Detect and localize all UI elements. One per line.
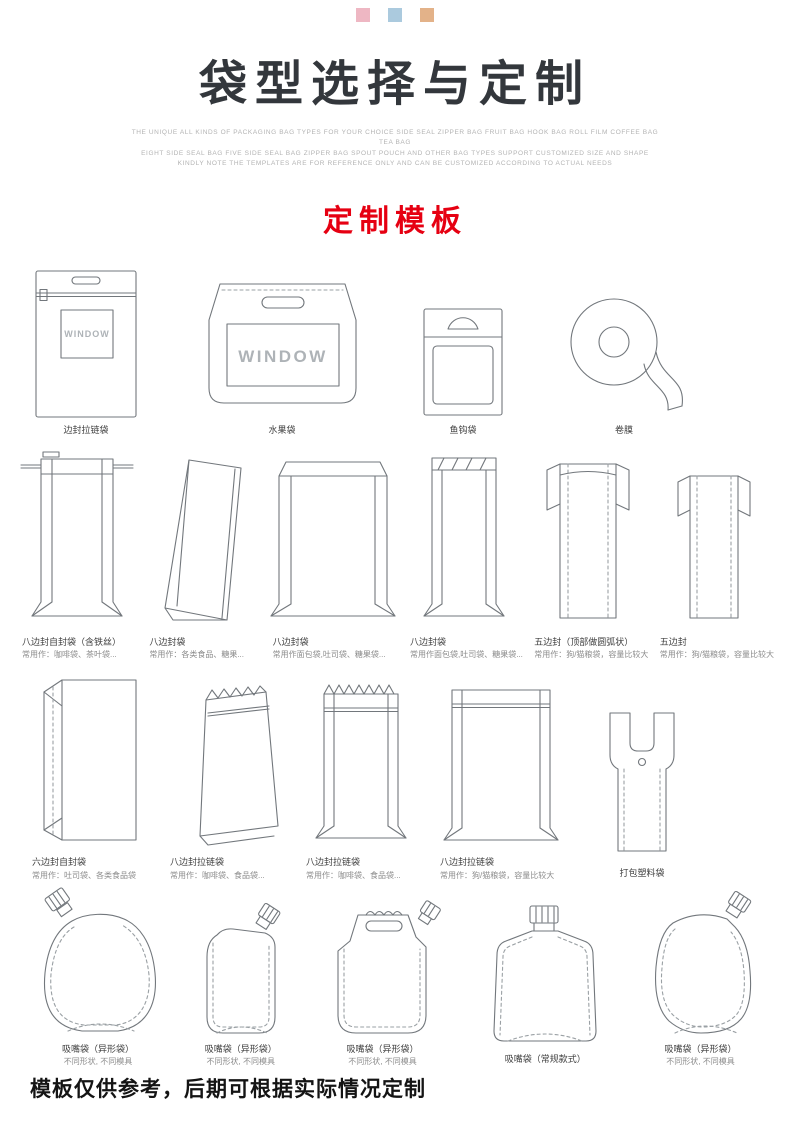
bag-desc: 常用作：咖啡袋、食品袋... xyxy=(170,870,265,880)
bag-desc: 不同形状, 不同模具 xyxy=(666,1057,735,1067)
spout-cap-icon xyxy=(44,887,73,918)
bag-desc: 常用作：狗/猫粮袋，容量比较大 xyxy=(659,650,774,660)
bag-item: 吸嘴袋（异形袋） 不同形状, 不同模具 xyxy=(22,883,174,1068)
spout-pouch-shaped-drawing xyxy=(206,903,281,1034)
bag-name: 八边封自封袋（含铁丝） xyxy=(22,636,122,647)
tshirt-bag-drawing xyxy=(609,712,675,852)
subtitle-block: THE UNIQUE ALL KINDS OF PACKAGING BAG TY… xyxy=(125,128,665,170)
spout-neck xyxy=(533,922,555,933)
bag-item: 八边封自封袋（含铁丝） 常用作：咖啡袋、茶叶袋... xyxy=(16,450,138,661)
bag-item: 六边封自封袋 常用作：吐司袋、各类食品袋 xyxy=(26,668,152,881)
bag-name: 打包塑料袋 xyxy=(619,867,665,878)
bag-name: 五边封（顶部做圆弧状） xyxy=(534,636,634,647)
bag-name: 八边封袋 xyxy=(149,636,186,647)
bag-item: 五边封（顶部做圆弧状） 常用作：狗/猫粮袋，容量比较大 xyxy=(528,450,648,661)
window-text: WINDOW xyxy=(64,329,110,339)
section-label-custom-template: 定制模板 xyxy=(323,204,467,238)
spout-pouch-regular-drawing xyxy=(493,905,597,1043)
subtitle-line: EIGHT SIDE SEAL BAG FIVE SIDE SEAL BAG Z… xyxy=(141,149,649,157)
bag-item: 八边封袋 常用作面包袋,吐司袋、糖果袋... xyxy=(404,450,523,661)
hook-bag-drawing xyxy=(423,308,503,416)
bag-item: 八边封袋 常用作面包袋,吐司袋、糖果袋... xyxy=(267,450,399,661)
template-row-3: 六边封自封袋 常用作：吐司袋、各类食品袋 八边封拉链袋 常用作：咖啡袋、食品袋.… xyxy=(0,668,790,881)
spout-cap-icon xyxy=(255,903,281,931)
spout-cap-icon xyxy=(725,891,752,919)
fruit-bag-drawing: WINDOW xyxy=(208,283,357,404)
five-side-seal-round-top-bag-drawing xyxy=(546,463,630,619)
eight-side-seal-bag-tilted-drawing xyxy=(164,459,242,621)
bag-item: 八边封拉链袋 常用作：咖啡袋、食品袋... xyxy=(300,668,422,881)
spout-cap-icon xyxy=(417,900,441,926)
eight-side-zipper-bag-drawing xyxy=(315,684,407,840)
bag-item: 鱼钩袋 xyxy=(416,304,510,436)
decor-square-blue xyxy=(388,8,402,22)
template-row-4: 吸嘴袋（异形袋） 不同形状, 不同模具 吸嘴袋（异形袋） 不同形状, 不同模具 xyxy=(0,883,790,1068)
bag-desc: 常用作：各类食品、糖果... xyxy=(149,650,244,660)
spout-cap-icon xyxy=(529,905,559,925)
bag-name: 八边封袋 xyxy=(409,636,446,647)
side-seal-zipper-bag-drawing: WINDOW xyxy=(35,270,137,418)
bag-name: 八边封拉链袋 xyxy=(440,857,495,868)
bag-item: 八边封袋 常用作：各类食品、糖果... xyxy=(143,450,261,661)
bag-name: 吸嘴袋（异形袋） xyxy=(664,1044,737,1055)
bag-desc: 常用作面包袋,吐司袋、糖果袋... xyxy=(409,650,523,660)
decor-square-tan xyxy=(420,8,434,22)
bag-desc: 常用作面包袋,吐司袋、糖果袋... xyxy=(272,650,386,660)
bag-name: 吸嘴袋（异形袋） xyxy=(346,1044,419,1055)
footer-note: 模板仅供参考，后期可根据实际情况定制 xyxy=(30,1078,426,1101)
bag-item: 打包塑料袋 xyxy=(580,705,704,881)
bag-name: 边封拉链袋 xyxy=(63,424,109,435)
window-text: WINDOW xyxy=(238,347,328,366)
bag-item: 五边封 常用作：狗/猫粮袋，容量比较大 xyxy=(654,464,774,661)
bag-name: 五边封 xyxy=(659,636,687,647)
decor-square-pink xyxy=(356,8,370,22)
roll-film-drawing xyxy=(570,298,683,411)
six-side-seal-bag-drawing xyxy=(43,679,137,842)
bag-item: 吸嘴袋（异形袋） 不同形状, 不同模具 xyxy=(633,883,768,1068)
eight-side-zipper-bag-tilted-drawing xyxy=(199,685,279,847)
bag-desc: 不同形状, 不同模具 xyxy=(348,1057,417,1067)
bag-item: WINDOW 水果袋 xyxy=(196,270,368,436)
bag-desc: 常用作：咖啡袋、食品袋... xyxy=(306,870,401,880)
spout-pouch-shaped-drawing xyxy=(43,887,156,1032)
bag-item: 吸嘴袋（异形袋） 不同形状, 不同模具 xyxy=(308,887,458,1068)
bag-item: 卷膜 xyxy=(558,294,690,436)
bag-desc: 常用作：咖啡袋、茶叶袋... xyxy=(22,650,117,660)
bag-desc: 不同形状, 不同模具 xyxy=(63,1057,133,1067)
bag-desc: 常用作：吐司袋、各类食品袋 xyxy=(32,870,136,880)
bag-desc: 不同形状, 不同模具 xyxy=(206,1057,275,1067)
five-side-seal-bag-drawing xyxy=(677,475,751,619)
bag-item: 吸嘴袋（常规款式） xyxy=(470,897,620,1067)
bag-desc: 常用作：狗/猫粮袋，容量比较大 xyxy=(440,870,555,880)
bag-name: 吸嘴袋（异形袋） xyxy=(61,1044,134,1055)
eight-side-seal-bag-fold-top-drawing xyxy=(270,461,396,617)
bag-name: 八边封袋 xyxy=(272,636,309,647)
eight-side-seal-tin-tie-bag-drawing xyxy=(20,451,134,617)
template-row-1: WINDOW 边封拉链袋 WINDOW 水果袋 鱼钩袋 xyxy=(0,268,790,436)
eight-side-zipper-bag-large-drawing xyxy=(443,689,559,842)
template-row-2: 八边封自封袋（含铁丝） 常用作：咖啡袋、茶叶袋... 八边封袋 常用作：各类食品… xyxy=(0,450,790,661)
spout-pouch-jug-drawing xyxy=(336,900,441,1034)
bag-item: WINDOW 边封拉链袋 xyxy=(30,268,142,436)
page-title: 袋型选择与定制 xyxy=(198,58,591,111)
spout-pouch-shaped-drawing xyxy=(654,891,752,1034)
decor-squares xyxy=(0,0,790,22)
bag-name: 八边封拉链袋 xyxy=(306,857,361,868)
bag-name: 吸嘴袋（常规款式） xyxy=(504,1054,586,1065)
bag-name: 水果袋 xyxy=(268,424,296,435)
subtitle-line: THE UNIQUE ALL KINDS OF PACKAGING BAG TY… xyxy=(131,129,659,147)
subtitle-line: KINDLY NOTE THE TEMPLATES ARE FOR REFERE… xyxy=(177,160,613,168)
bag-name: 八边封拉链袋 xyxy=(170,857,225,868)
bag-name: 六边封自封袋 xyxy=(32,857,87,868)
bag-item: 八边封拉链袋 常用作：狗/猫粮袋，容量比较大 xyxy=(434,668,568,881)
bag-item: 吸嘴袋（异形袋） 不同形状, 不同模具 xyxy=(187,899,295,1068)
bag-name: 鱼钩袋 xyxy=(449,424,477,435)
eight-side-seal-bag-roll-top-drawing xyxy=(423,457,505,617)
bag-name: 卷膜 xyxy=(614,424,633,435)
bag-name: 吸嘴袋（异形袋） xyxy=(204,1044,277,1055)
bag-item: 八边封拉链袋 常用作：咖啡袋、食品袋... xyxy=(164,668,288,881)
bag-desc: 常用作：狗/猫粮袋，容量比较大 xyxy=(534,650,649,660)
